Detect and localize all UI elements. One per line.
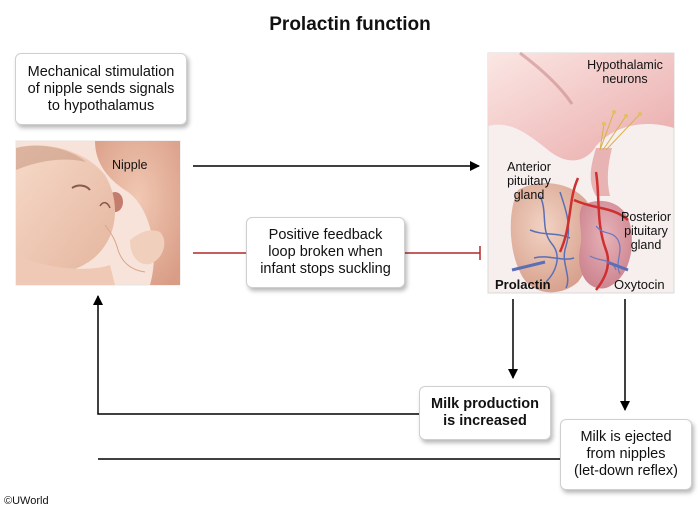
milk-production-box: Milk production is increased xyxy=(419,386,551,440)
milk-ejected-line-2: from nipples xyxy=(586,446,666,462)
milk-ejected-line-3: (let-down reflex) xyxy=(574,463,678,479)
anterior-line-2: pituitary xyxy=(507,174,551,188)
inhibition-line xyxy=(193,246,481,260)
feedback-line-1: Positive feedback xyxy=(268,227,383,243)
posterior-pituitary-label: Posterior pituitary gland xyxy=(614,210,678,252)
stimulation-line-1: Mechanical stimulation xyxy=(27,63,175,80)
feedback-line-2: loop broken when xyxy=(268,244,383,260)
copyright-credit: ©UWorld xyxy=(4,495,49,507)
diagram-title: Prolactin function xyxy=(269,14,431,35)
milk-production-line-2: is increased xyxy=(443,413,527,429)
feedback-line-3: infant stops suckling xyxy=(260,261,391,277)
nipple-label: Nipple xyxy=(112,158,148,172)
stimulation-line-3: to hypothalamus xyxy=(47,97,155,114)
stimulation-line-2: of nipple sends signals xyxy=(27,80,175,97)
posterior-line-3: gland xyxy=(630,238,662,252)
milk-production-line-1: Milk production xyxy=(431,396,539,412)
connector-arrows xyxy=(93,161,630,460)
stimulation-box: Mechanical stimulation of nipple sends s… xyxy=(15,53,187,125)
anterior-line-1: Anterior xyxy=(507,160,551,174)
milk-ejected-line-1: Milk is ejected xyxy=(580,429,672,445)
milk-ejected-box: Milk is ejected from nipples (let-down r… xyxy=(560,419,692,490)
hypothalamic-line-1: Hypothalamic xyxy=(587,58,663,72)
posterior-line-2: pituitary xyxy=(624,224,668,238)
pituitary-illustration xyxy=(487,51,675,294)
hypothalamic-line-2: neurons xyxy=(602,72,648,86)
feedback-box: Positive feedback loop broken when infan… xyxy=(246,217,405,288)
infant-illustration xyxy=(15,140,181,286)
oxytocin-label: Oxytocin xyxy=(614,277,665,292)
hypothalamic-neurons-label: Hypothalamic neurons xyxy=(578,58,672,86)
prolactin-label: Prolactin xyxy=(495,277,551,292)
anterior-pituitary-label: Anterior pituitary gland xyxy=(492,160,566,202)
posterior-line-1: Posterior xyxy=(620,210,672,224)
anterior-line-3: gland xyxy=(513,188,545,202)
